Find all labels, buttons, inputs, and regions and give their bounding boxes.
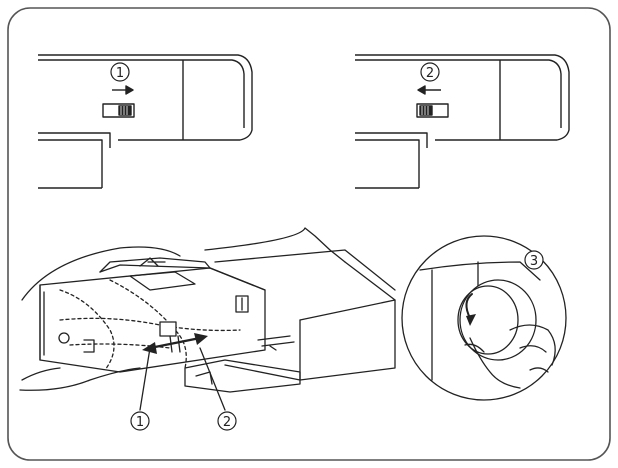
- callout-circle-latch-1: [130, 411, 150, 431]
- double-arrow-icon: [142, 333, 208, 354]
- arrow-right-icon: [125, 85, 134, 95]
- callout-1-text: 1: [116, 66, 124, 81]
- callout-circle-2: [420, 62, 440, 82]
- label-slide-left-text: 2: [223, 415, 231, 430]
- hand-wheel-knob: [459, 279, 537, 361]
- arrow-left-icon: [417, 85, 426, 95]
- release-latch: [159, 321, 177, 337]
- panel-step-1: [38, 54, 253, 189]
- label-slide-right-text: 1: [136, 415, 144, 430]
- rotation-arrow-icon: [466, 314, 476, 326]
- callout-2-text: 2: [426, 66, 434, 81]
- callout-circle-3: [524, 250, 544, 270]
- knob-detail-illustration: [401, 235, 567, 401]
- callout-3-text: 3: [530, 254, 538, 269]
- callout-circle-1: [110, 62, 130, 82]
- panel-step-2: [355, 54, 570, 189]
- callout-circle-latch-2: [217, 411, 237, 431]
